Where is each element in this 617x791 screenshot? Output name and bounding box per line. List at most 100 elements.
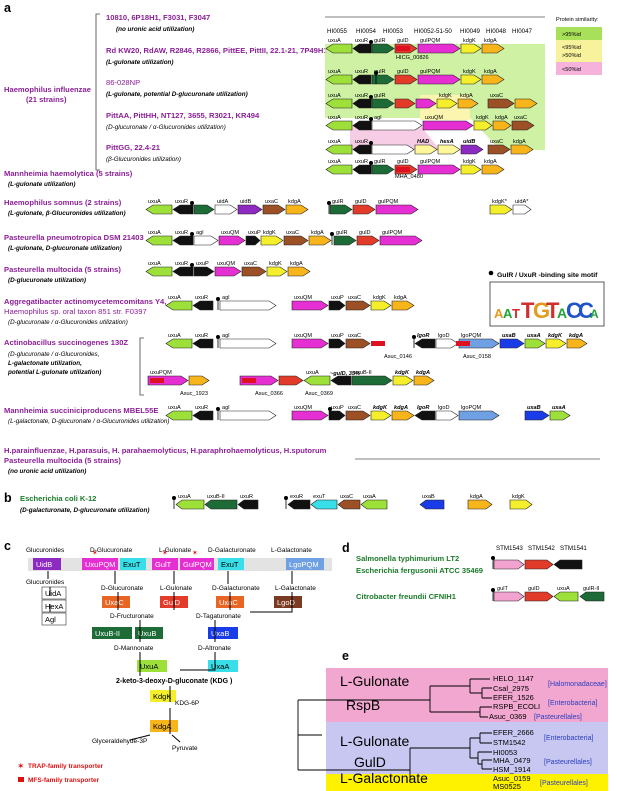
binding-site-icon <box>330 232 334 236</box>
gene-label-gulD: gulD <box>355 199 367 205</box>
gene-uidB <box>237 204 263 215</box>
clade-labels: L-Gulonate RspB L-Gulonate GulD L-Galact… <box>340 673 428 786</box>
gene-label-uxaC: uxaC <box>490 93 503 99</box>
gene-gulD <box>352 204 376 215</box>
hflu-bracket <box>95 13 100 171</box>
gene-kdgA <box>308 235 332 246</box>
hflu-title: Haemophilus influenzae <box>4 85 91 94</box>
gene-label-uxaC: uxaC <box>348 295 361 301</box>
legend-swatch-2 <box>556 40 602 62</box>
gene-lgoD <box>435 410 459 421</box>
gene-uidA* <box>512 204 532 215</box>
transporter-exut-2-label: ExuT <box>221 560 239 569</box>
gene-label-uxuPQM: uxuPQM <box>150 370 172 376</box>
strain-group-5: PittGG, 22.4-21 <box>106 143 161 152</box>
enzyme-uxaa-label: UxaA <box>211 662 229 671</box>
svg-text:T: T <box>521 298 535 323</box>
gene-label-uxuA: uxuA <box>168 295 181 301</box>
gene-uxaC <box>262 204 286 215</box>
gene-label-kdgK: kdgK <box>463 69 476 75</box>
substrate-glucuronides: Glucuronides <box>26 547 65 554</box>
motif-letters: A A T T G T A C C A <box>494 298 599 323</box>
gene-uxuA <box>165 338 193 349</box>
fam-entero-1: [Enterobacteria] <box>548 700 597 707</box>
motif-pin-icon <box>488 270 494 276</box>
org-no-uronic: H.parainfluenzae, H.parasuis, H. parahae… <box>4 446 327 455</box>
gene-label-lgoPQM: lgoPQM <box>461 333 482 339</box>
binding-site-icon <box>190 263 194 267</box>
strain-group-3-note: (L-gulonate, potential D-glucuronate uti… <box>106 91 248 98</box>
gene-label-kdgK: kdgK <box>548 333 563 339</box>
transporter-lgopqm <box>286 558 324 570</box>
motif-logo <box>489 281 605 327</box>
transporter-gult <box>152 558 178 570</box>
gene-label-gulR: gulR <box>332 199 344 205</box>
gene-label-uxaC: uxaC <box>514 115 527 121</box>
strain-group-1-note: (no uronic acid utilization) <box>116 26 194 33</box>
gene-label-HAD: HAD <box>417 139 429 145</box>
org-a-succinogenes-note: (D-glucuronate / α-Glucuronides, <box>8 351 100 358</box>
legend-item-1: >95%id <box>562 32 581 38</box>
gene-label-agl: agl <box>196 230 203 236</box>
gene-label-uxuR: uxuR <box>355 69 368 75</box>
trap-star-icon: ✶ <box>17 761 25 771</box>
org-a-succinogenes-note3: potential L-gulonate utilization) <box>7 369 101 376</box>
gene-label-uxuA: uxuA <box>328 115 341 121</box>
gene-label-kdgK: kdgK <box>476 115 489 121</box>
locus-hi0048: HI0048 <box>486 28 507 35</box>
enzyme-uxac-1-label: UxaC <box>105 598 124 607</box>
gene-uxuR <box>352 43 372 54</box>
gene-label-uxuP: uxuP <box>196 261 209 267</box>
enzyme-uxub-ii <box>92 627 132 639</box>
gene-uxuQM <box>291 300 329 311</box>
gene-label-uidB: uidB <box>463 139 475 145</box>
gene-label-agl: agl <box>222 333 229 339</box>
binding-site-icon <box>374 71 378 75</box>
binding-site-icon <box>327 201 331 205</box>
transporter-uxupqm-label: UxuPQM <box>85 560 115 569</box>
binding-site-icon <box>216 297 220 301</box>
gene-uxuA <box>325 98 353 109</box>
leaf-hsm1914: HSM_1914 <box>493 765 531 774</box>
binding-site-icon <box>369 141 373 145</box>
d-gene-guld-2 <box>524 591 554 602</box>
gene-hexA <box>437 144 461 155</box>
d-gene-label: gulR-II <box>583 586 600 592</box>
gene-label-kdgA: kdgA <box>394 405 408 411</box>
gene-kdgA <box>391 300 415 311</box>
gene-kdgA <box>413 375 435 386</box>
gene-label-uxuA: uxuA <box>148 199 161 205</box>
gene-label-kdgA: kdgA <box>569 333 583 339</box>
gene-uxuR <box>172 204 194 215</box>
gene-uxuA <box>325 164 353 175</box>
gene-label-kdgK: kdgK <box>395 370 410 376</box>
gene-kdgK <box>545 338 567 349</box>
gene-label-uxuQM: uxuQM <box>217 261 235 267</box>
svg-text:A: A <box>557 305 567 321</box>
transporter-uidb <box>33 558 61 570</box>
gene-label-gulD: gulD <box>397 159 409 165</box>
gene-gulPQM <box>417 164 461 175</box>
b-gene-label: exuR <box>290 494 303 500</box>
enzyme-lgod <box>274 596 302 608</box>
d-gene-guld-1 <box>524 559 554 570</box>
clade-rspb: RspB <box>346 697 380 713</box>
motif-box: GulR / UxuR -binding site motif A A T T … <box>488 270 605 327</box>
gene-label-lgoR: lgoR <box>417 405 429 411</box>
leaf-rspb: RSPB_ECOLI <box>493 702 540 711</box>
gene-label-uidB: uidB <box>240 199 251 205</box>
gene-label-uxuQM: uxuQM <box>425 115 443 121</box>
transporter-exut-2 <box>218 558 244 570</box>
gene-uxuA <box>145 266 173 277</box>
b-gene-uxaB <box>419 499 445 510</box>
gene-kdgK <box>370 300 392 311</box>
gene-agl <box>371 120 423 131</box>
org-p-multocida: Pasteurella multocida (5 strains) <box>4 265 121 274</box>
leaf-helo: HELO_1147 <box>493 674 534 683</box>
met-glucuronate: D-Glucuronate <box>101 585 144 592</box>
gene-label-hexA: hexA <box>440 139 454 145</box>
phylo-tree <box>297 678 492 782</box>
gene-gulPQM <box>415 98 437 109</box>
gene-kdgK <box>460 164 482 175</box>
